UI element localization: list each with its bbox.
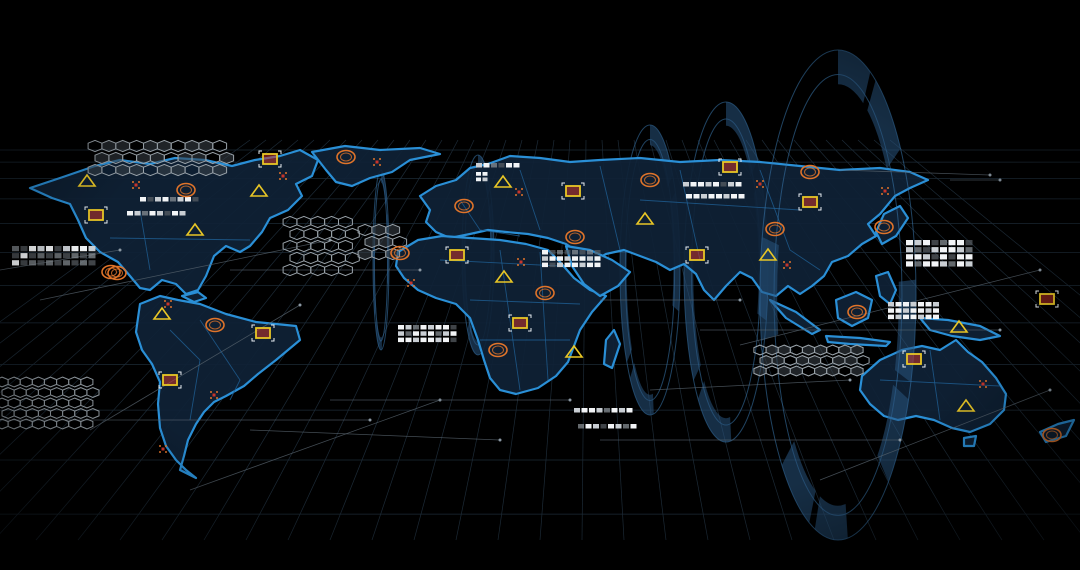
vignette-overlay <box>0 0 1080 570</box>
world-map-canvas <box>0 0 1080 570</box>
world-map-hud <box>0 0 1080 570</box>
